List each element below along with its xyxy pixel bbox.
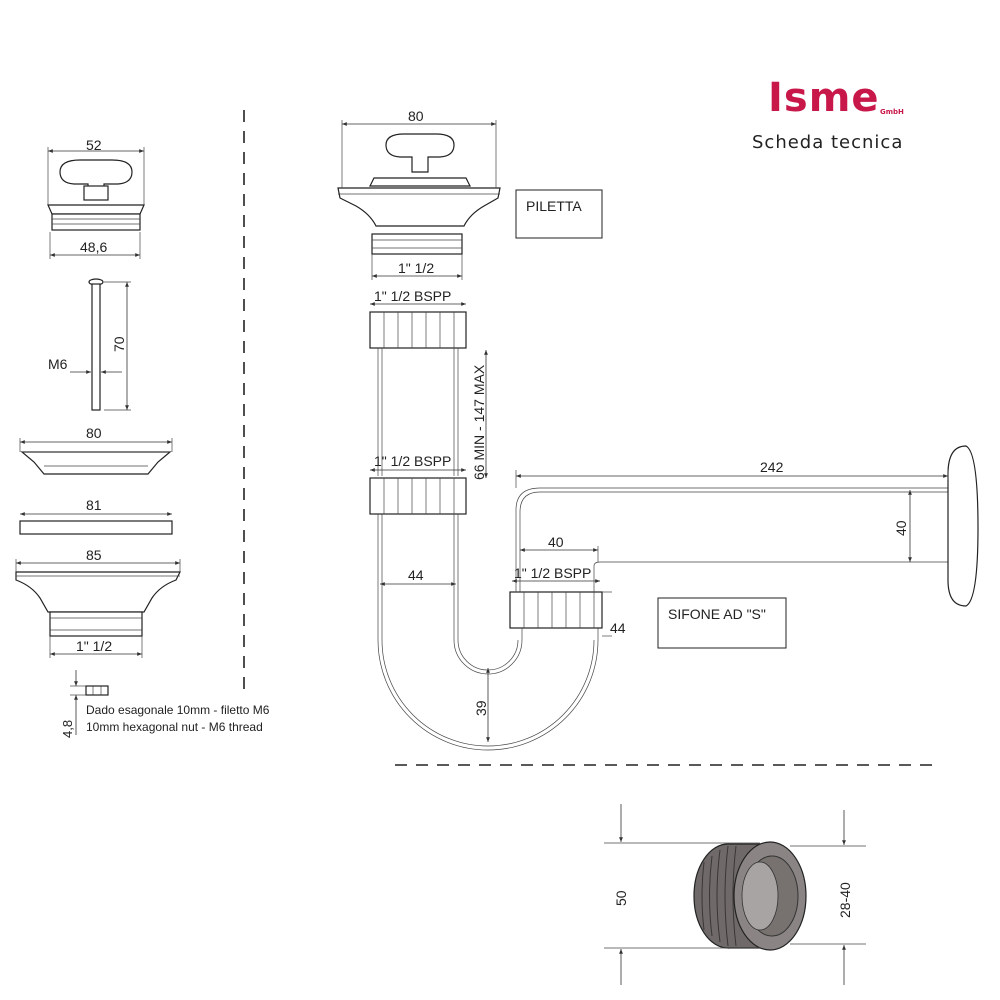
dim-bspp-top: 1" 1/2 BSPP (374, 288, 451, 304)
dim-flange-thread: 1" 1/2 (76, 638, 112, 654)
dim-gasket: 81 (86, 497, 102, 513)
dim-outlet-width: 40 (548, 534, 564, 550)
wall-rosette (947, 445, 979, 607)
brand-logo: Isme (768, 75, 880, 121)
adapter-ring (693, 841, 807, 951)
dim-height-range: 66 MIN - 147 MAX (471, 364, 487, 480)
middle-union-nut (369, 477, 467, 515)
dim-pipe-height: 40 (893, 520, 909, 536)
drain-flange (15, 571, 181, 637)
dim-bspp-right: 1" 1/2 BSPP (514, 565, 591, 581)
hex-nut (85, 685, 109, 696)
dim-top-width: 80 (408, 108, 424, 124)
main-stopper (337, 133, 501, 255)
upper-union-nut (369, 311, 467, 349)
dim-flange: 85 (86, 547, 102, 563)
sifone-label: SIFONE AD "S" (668, 606, 766, 622)
dim-rod-thread: M6 (48, 356, 68, 372)
dim-trap-depth: 39 (473, 700, 489, 716)
dim-adapter-inner: 28-40 (837, 882, 853, 918)
drain-rod (88, 278, 104, 411)
sifone-label-box (657, 597, 787, 649)
dim-rod-length: 70 (111, 336, 127, 352)
dim-pipe-dia: 44 (408, 567, 424, 583)
outlet-pipe (515, 470, 948, 592)
trap-u-bend (377, 514, 599, 751)
dim-adapter-outer: 50 (613, 890, 629, 906)
dim-strainer: 80 (86, 425, 102, 441)
right-union-nut (509, 591, 603, 629)
nut-label-italian: Dado esagonale 10mm - filetto M6 (86, 703, 270, 717)
strainer-plate (20, 451, 172, 475)
sheet-subtitle: Scheda tecnica (752, 132, 904, 153)
nut-label-english: 10mm hexagonal nut - M6 thread (86, 720, 263, 734)
dim-tail-thread: 1" 1/2 (398, 260, 434, 276)
stopper-cap (47, 159, 145, 231)
dim-nut-height: 4,8 (60, 720, 75, 738)
dim-cap-base: 48,6 (80, 239, 107, 255)
gasket-ring (19, 520, 173, 535)
piletta-label: PILETTA (526, 198, 582, 214)
piletta-label-box (515, 189, 603, 239)
dim-cap-width: 52 (86, 137, 102, 153)
dim-bspp-mid: 1" 1/2 BSPP (374, 453, 451, 469)
dim-pipe-length: 242 (760, 459, 784, 475)
vertical-pipe (377, 348, 459, 476)
brand-suffix: GmbH (880, 108, 904, 116)
dim-outlet-dia: 44 (610, 620, 626, 636)
